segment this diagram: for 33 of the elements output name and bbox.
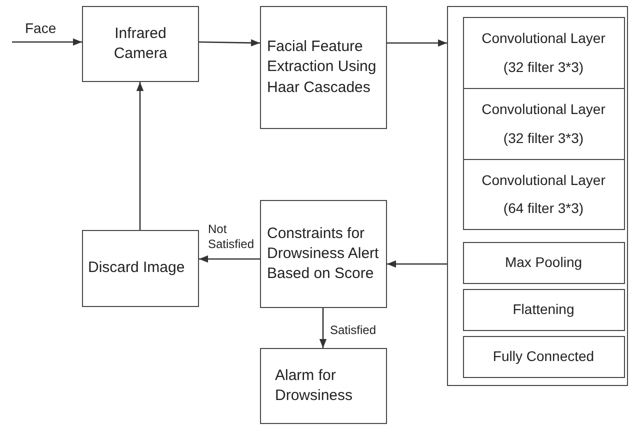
node-text: Facial Feature Extraction Using Haar Cascades [267, 37, 378, 98]
cnn-group-box [447, 6, 628, 386]
layer-box [462, 336, 624, 378]
layer-box [462, 88, 624, 160]
node-text: Fully Connected [492, 347, 596, 366]
node-text: Convolutional Layer [480, 170, 606, 189]
arrow [136, 82, 144, 230]
node-text: (64 filter 3*3) [502, 199, 585, 218]
node-text: Alarm for Drowsiness [275, 366, 354, 406]
layer-box [462, 242, 624, 284]
process-box [260, 348, 387, 424]
node-text: Constraints for Drowsiness Alert Based on Score [267, 224, 380, 284]
process-box [260, 6, 387, 129]
arrow [319, 308, 327, 348]
node-text: Convolutional Layer [480, 100, 606, 118]
decision-box [260, 200, 387, 308]
node-text: Convolutional Layer [480, 29, 606, 48]
layer-box [462, 16, 624, 88]
layer-box [462, 158, 624, 230]
arrow [12, 38, 82, 46]
arrow [198, 39, 260, 46]
node-text: Discard Image [88, 258, 186, 278]
node-text: Infrared Camera [112, 24, 168, 64]
node-text: Max Pooling [504, 253, 584, 272]
layer-box [462, 288, 624, 330]
process-box [82, 6, 199, 82]
node-text: Flattening [512, 300, 576, 319]
arrow [199, 255, 260, 263]
node-text: (32 filter 3*3) [502, 58, 585, 76]
process-box [82, 230, 199, 307]
node-text: (32 filter 3*3) [502, 128, 585, 147]
arrow [387, 39, 447, 47]
arrow [387, 260, 447, 268]
